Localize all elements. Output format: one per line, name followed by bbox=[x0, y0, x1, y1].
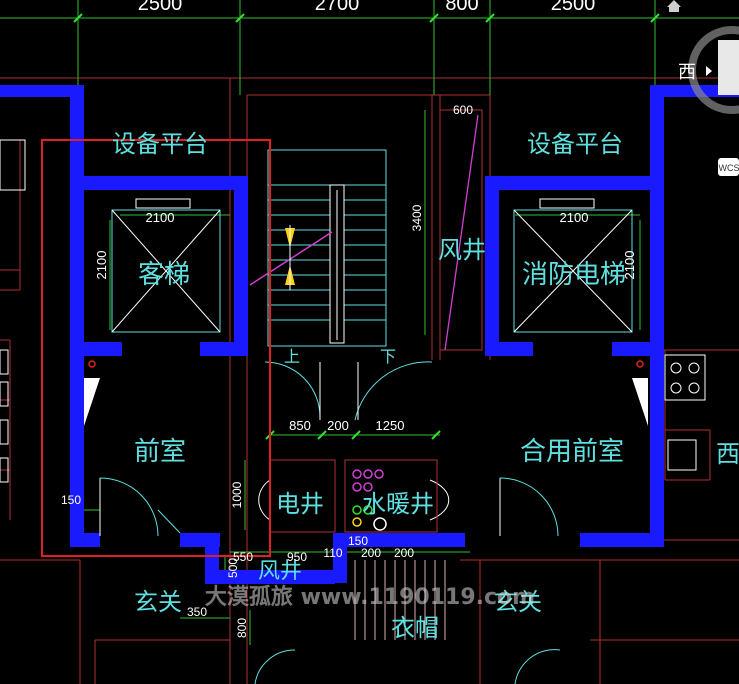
stair-break-line bbox=[249, 225, 333, 290]
dim-wall-150-left: 150 bbox=[61, 493, 81, 507]
stove bbox=[664, 354, 706, 471]
dim-550: 550 bbox=[233, 550, 253, 564]
label-shared-front-room: 合用前室 bbox=[520, 437, 624, 467]
elevator-right bbox=[513, 198, 633, 333]
viewcube[interactable]: 西 WCS bbox=[667, 0, 739, 176]
closet-hatch bbox=[354, 560, 446, 640]
watermark: 大漠孤旅 www.1190119.com bbox=[205, 584, 535, 610]
label-stair-down: 下 bbox=[380, 347, 396, 366]
dim-right-elevator-width: 2100 bbox=[560, 210, 589, 225]
fire-hydrant-left bbox=[84, 360, 100, 426]
walls bbox=[0, 85, 739, 584]
fire-hydrant-right bbox=[632, 360, 648, 426]
dimension-lines bbox=[0, 0, 739, 645]
dim-door-850: 850 bbox=[289, 418, 311, 433]
label-equipment-platform-left: 设备平台 bbox=[112, 130, 208, 158]
label-passenger-elevator: 客梯 bbox=[138, 260, 190, 290]
selection-rectangle bbox=[41, 139, 271, 557]
dim-door-1250: 1250 bbox=[376, 418, 405, 433]
dim-200-a: 200 bbox=[361, 546, 381, 560]
label-electric-shaft: 电井 bbox=[276, 490, 324, 518]
label-coat-closet: 衣帽 bbox=[391, 614, 439, 642]
dim-500: 500 bbox=[226, 558, 240, 578]
dim-stair-length: 3400 bbox=[410, 204, 424, 231]
top-dim-2: 2700 bbox=[315, 0, 360, 15]
label-west-right-edge: 西 bbox=[716, 440, 739, 468]
label-plumbing-shaft: 水暖井 bbox=[362, 490, 434, 518]
wcs-tag[interactable] bbox=[718, 158, 739, 176]
room-labels: 设备平台 设备平台 客梯 消防电梯 风井 前室 合用前室 电井 水暖井 风井 玄… bbox=[112, 130, 739, 642]
label-air-shaft-upper: 风井 bbox=[438, 236, 486, 264]
dim-950: 950 bbox=[287, 550, 307, 564]
viewcube-face[interactable] bbox=[718, 40, 739, 95]
bottom-doors bbox=[254, 649, 561, 684]
label-front-room: 前室 bbox=[134, 437, 186, 467]
dim-200-b: 200 bbox=[394, 546, 414, 560]
dim-door-200: 200 bbox=[327, 418, 349, 433]
viewcube-ring[interactable] bbox=[688, 26, 739, 114]
top-dimension-labels: 2500 2700 800 2500 bbox=[138, 0, 596, 15]
label-stair-up: 上 bbox=[284, 347, 300, 366]
label-air-shaft-lower: 风井 bbox=[258, 559, 302, 584]
wcs-tag-label: WCS bbox=[719, 163, 739, 173]
viewcube-direction-label[interactable]: 西 bbox=[678, 62, 696, 83]
plumbing-pipes bbox=[352, 469, 387, 531]
home-icon[interactable] bbox=[667, 0, 681, 12]
top-dim-3: 800 bbox=[445, 0, 478, 15]
top-dim-1: 2500 bbox=[138, 0, 183, 15]
stair bbox=[267, 149, 387, 347]
elevator-left bbox=[111, 198, 221, 333]
dim-110: 110 bbox=[323, 546, 342, 560]
label-fire-elevator: 消防电梯 bbox=[522, 260, 626, 290]
top-dim-4: 2500 bbox=[551, 0, 596, 15]
label-equipment-platform-right: 设备平台 bbox=[527, 130, 623, 158]
doors bbox=[99, 361, 559, 537]
label-entrance-left: 玄关 bbox=[134, 588, 182, 616]
label-entrance-right: 玄关 bbox=[494, 588, 542, 616]
dim-shaft-width: 600 bbox=[453, 103, 473, 117]
dim-shaft-1000: 1000 bbox=[230, 481, 244, 508]
viewcube-arrow-icon[interactable] bbox=[706, 66, 712, 76]
dim-right-elevator-depth: 2100 bbox=[622, 251, 637, 280]
dim-left-elevator-width: 2100 bbox=[146, 210, 175, 225]
dimension-labels: 2100 2100 2100 2100 600 3400 850 200 125… bbox=[61, 103, 637, 638]
dim-150-bottom: 150 bbox=[348, 534, 368, 548]
air-shaft-upper bbox=[439, 109, 483, 351]
left-cabinets bbox=[0, 139, 26, 483]
dim-350: 350 bbox=[187, 605, 207, 619]
dim-800: 800 bbox=[235, 618, 249, 638]
dim-left-elevator-depth: 2100 bbox=[94, 251, 109, 280]
